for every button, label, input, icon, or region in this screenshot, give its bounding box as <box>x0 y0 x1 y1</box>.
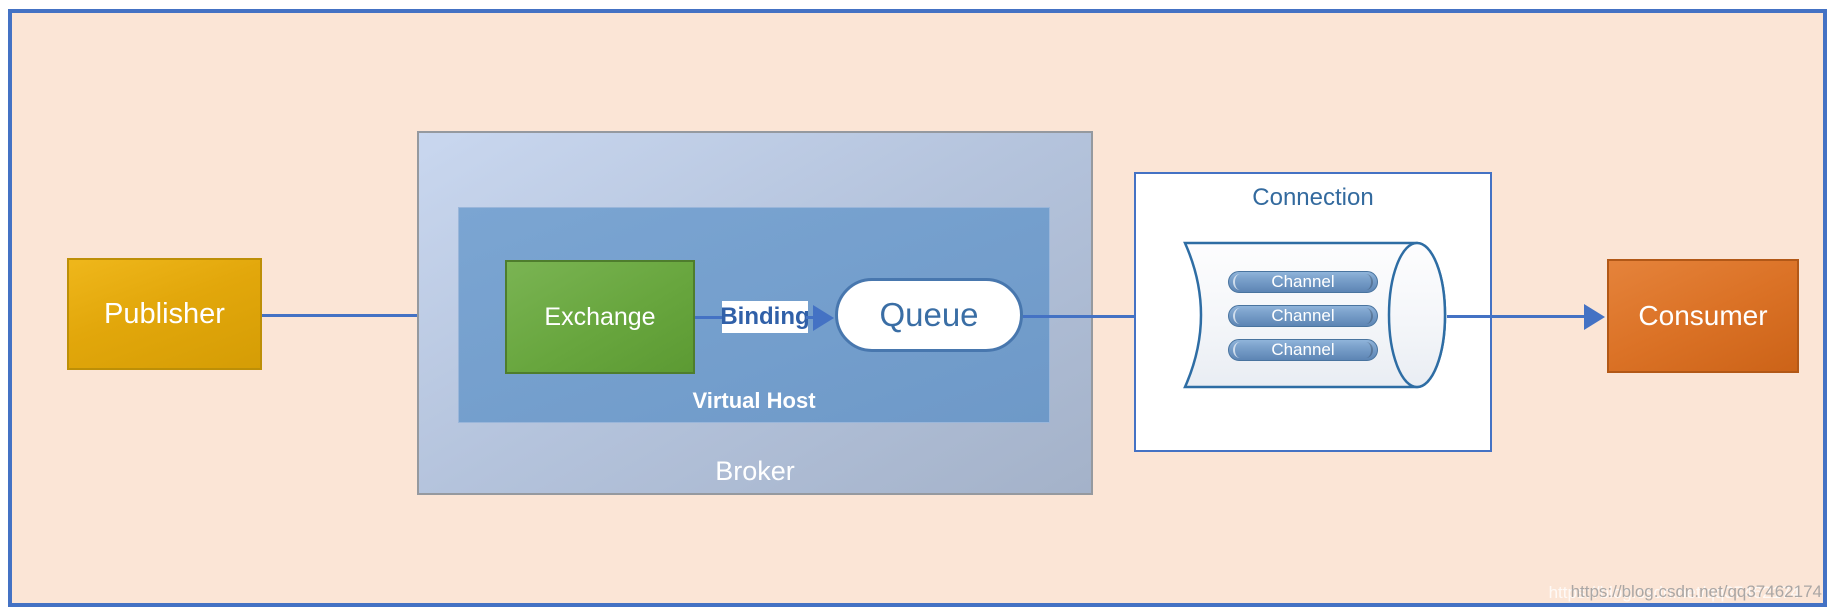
channel-bar: Channel <box>1228 271 1378 293</box>
flow-line-exchange-binding <box>695 316 722 319</box>
channel-bar: Channel <box>1228 339 1378 361</box>
channel-label: Channel <box>1271 340 1335 359</box>
virtual-host-label: Virtual Host <box>692 388 816 413</box>
publisher-label: Publisher <box>104 297 225 330</box>
channel-label: Channel <box>1271 272 1335 291</box>
queue-label: Queue <box>879 296 979 333</box>
arrowhead-connection-consumer <box>1584 304 1605 330</box>
binding-text: Binding <box>720 303 810 330</box>
exchange-node: Exchange <box>505 260 695 374</box>
connection-label: Connection <box>1252 184 1374 211</box>
flow-line-connection-consumer <box>1447 315 1584 318</box>
consumer-label: Consumer <box>1638 300 1768 331</box>
flow-line-publisher-broker <box>262 314 458 317</box>
consumer-node: Consumer <box>1607 259 1799 373</box>
broker-label: Broker <box>715 456 795 486</box>
arrowhead-binding-queue <box>813 305 834 331</box>
queue-node: Queue <box>835 278 1023 352</box>
channel-label: Channel <box>1271 306 1335 325</box>
publisher-node: Publisher <box>67 258 262 370</box>
exchange-label: Exchange <box>544 302 656 331</box>
binding-label: Binding <box>720 301 810 333</box>
flow-line-binding-queue <box>806 316 814 319</box>
channel-bar: Channel <box>1228 305 1378 327</box>
flow-line-queue-connection <box>1023 315 1150 318</box>
